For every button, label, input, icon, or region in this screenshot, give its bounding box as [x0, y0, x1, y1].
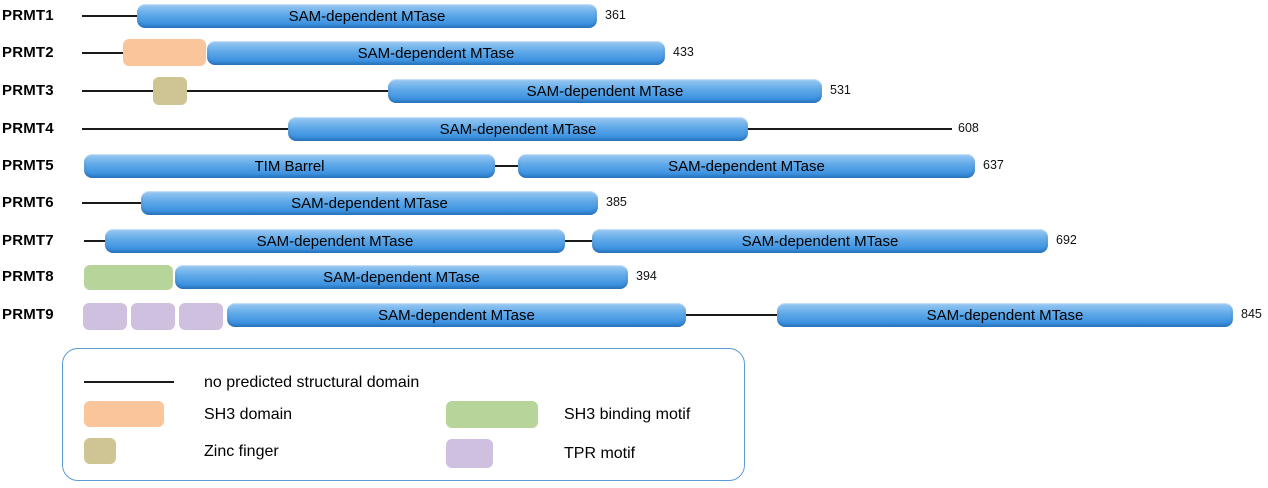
- protein-row: PRMT1 SAM-dependent MTase 361: [0, 4, 1268, 28]
- domain-mtase: SAM-dependent MTase: [388, 79, 822, 103]
- domain-mtase: SAM-dependent MTase: [175, 265, 628, 289]
- residue-count: 361: [605, 8, 626, 22]
- legend-label-tpr: TPR motif: [564, 445, 636, 462]
- domain-tpr: [83, 303, 127, 330]
- domain-label: SAM-dependent MTase: [741, 232, 899, 250]
- linker-line: [686, 314, 777, 316]
- domain-label: SAM-dependent MTase: [439, 120, 597, 138]
- residue-count: 608: [958, 121, 979, 135]
- legend-zinc-swatch: [84, 438, 116, 464]
- protein-label: PRMT8: [2, 268, 54, 285]
- protein-row: PRMT7 SAM-dependent MTase SAM-dependent MT…: [0, 229, 1268, 253]
- protein-row: PRMT6 SAM-dependent MTase 385: [0, 191, 1268, 215]
- legend-label-no-domain: no predicted structural domain: [204, 374, 420, 391]
- domain-label: SAM-dependent MTase: [291, 194, 448, 212]
- domain-tpr: [131, 303, 175, 330]
- linker-line: [187, 90, 388, 92]
- linker-line: [82, 128, 288, 130]
- legend-tpr-swatch: [446, 439, 493, 468]
- linker-line: [84, 240, 105, 242]
- legend-sh3-binding-swatch: [446, 401, 538, 428]
- protein-label: PRMT3: [2, 82, 54, 99]
- domain-mtase: SAM-dependent MTase: [288, 117, 748, 141]
- domain-label: SAM-dependent MTase: [288, 7, 446, 25]
- residue-count: 637: [983, 158, 1004, 172]
- legend-label-zinc: Zinc finger: [204, 443, 279, 460]
- domain-label: SAM-dependent MTase: [926, 306, 1084, 324]
- domain-mtase: SAM-dependent MTase: [141, 191, 598, 215]
- domain-tpr: [179, 303, 223, 330]
- legend-line-swatch: [84, 381, 174, 383]
- linker-line: [565, 240, 592, 242]
- domain-label: SAM-dependent MTase: [526, 82, 684, 100]
- domain-label: SAM-dependent MTase: [668, 157, 825, 175]
- protein-row: PRMT9 SAM-dependent MTase SAM-dependent MT…: [0, 303, 1268, 330]
- protein-row: PRMT3 SAM-dependent MTase 531: [0, 77, 1268, 105]
- domain-zinc: [153, 77, 187, 105]
- domain-sh3b: [84, 265, 173, 290]
- domain-mtase: SAM-dependent MTase: [592, 229, 1048, 253]
- protein-label: PRMT6: [2, 194, 54, 211]
- domain-label: SAM-dependent MTase: [256, 232, 414, 250]
- residue-count: 394: [636, 269, 657, 283]
- domain-mtase: TIM Barrel: [84, 154, 495, 178]
- protein-row: PRMT2 SAM-dependent MTase 433: [0, 39, 1268, 66]
- protein-label: PRMT5: [2, 157, 54, 174]
- protein-label: PRMT2: [2, 44, 54, 61]
- residue-count: 845: [1241, 307, 1262, 321]
- residue-count: 692: [1056, 233, 1077, 247]
- legend-box: no predicted structural domain SH3 domai…: [62, 348, 745, 481]
- linker-line: [495, 165, 518, 167]
- residue-count: 433: [673, 45, 694, 59]
- protein-label: PRMT7: [2, 232, 54, 249]
- linker-line: [748, 128, 952, 130]
- legend-label-sh3: SH3 domain: [204, 406, 293, 423]
- domain-mtase: SAM-dependent MTase: [207, 41, 665, 65]
- domain-label: TIM Barrel: [254, 157, 325, 175]
- protein-row: PRMT4 SAM-dependent MTase 608: [0, 117, 1268, 141]
- protein-row: PRMT5 TIM Barrel SAM-dependent MTase 637: [0, 154, 1268, 178]
- protein-label: PRMT1: [2, 7, 54, 24]
- domain-mtase: SAM-dependent MTase: [518, 154, 975, 178]
- linker-line: [82, 52, 123, 54]
- residue-count: 385: [606, 195, 627, 209]
- protein-row: PRMT8 SAM-dependent MTase 394: [0, 265, 1268, 290]
- linker-line: [82, 202, 141, 204]
- protein-label: PRMT4: [2, 120, 54, 137]
- domain-mtase: SAM-dependent MTase: [105, 229, 565, 253]
- domain-label: SAM-dependent MTase: [357, 44, 515, 62]
- domain-label: SAM-dependent MTase: [323, 268, 480, 286]
- legend-label-sh3-binding: SH3 binding motif: [564, 406, 691, 423]
- domain-mtase: SAM-dependent MTase: [227, 303, 686, 327]
- linker-line: [82, 90, 153, 92]
- protein-label: PRMT9: [2, 306, 54, 323]
- domain-mtase: SAM-dependent MTase: [137, 4, 597, 28]
- residue-count: 531: [830, 83, 851, 97]
- linker-line: [82, 15, 137, 17]
- domain-label: SAM-dependent MTase: [378, 306, 535, 324]
- domain-sh3: [123, 39, 206, 66]
- domain-mtase: SAM-dependent MTase: [777, 303, 1233, 327]
- legend-sh3-swatch: [84, 401, 164, 427]
